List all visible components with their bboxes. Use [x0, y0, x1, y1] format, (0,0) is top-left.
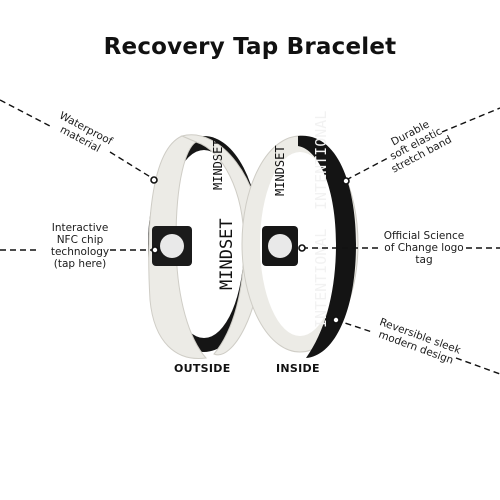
inside-bracelet: INTENTIONAL INTENTIONAL MINDSET: [241, 111, 359, 358]
callout-dot-logo: [298, 244, 306, 252]
callout-dots: [150, 176, 350, 324]
outside-band-front: [180, 134, 263, 356]
outside-bracelet: MINDSET MINDSET: [148, 134, 263, 359]
inside-word: INTENTIONAL: [312, 111, 330, 210]
callout-line-durable-1: [345, 157, 389, 181]
outside-band-hole: [164, 150, 244, 338]
callout-line-reversible-1: [335, 319, 373, 333]
page-title: Recovery Tap Bracelet: [103, 34, 397, 60]
inside-word-lower: INTENTIONAL: [312, 229, 330, 328]
callout-dot-reversible: [332, 316, 340, 324]
inside-band-hole: [260, 152, 340, 336]
outside-band-back: [148, 135, 207, 359]
outside-back-word: MINDSET: [211, 139, 225, 190]
caption-inside: INSIDE: [276, 362, 320, 375]
callout-line-durable-2: [441, 107, 500, 133]
callout-line-waterproof-1: [0, 99, 51, 127]
callout-dot-durable: [342, 177, 350, 185]
label-logo: Official Science of Change logo tag: [383, 230, 465, 266]
callout-line-waterproof-2: [109, 151, 153, 179]
outside-word: MINDSET: [217, 218, 237, 290]
brain-logo-left: [160, 234, 184, 258]
label-nfc: Interactive NFC chip technology (tap her…: [50, 222, 110, 270]
inside-band-front: [298, 135, 356, 358]
callout-lines: [0, 99, 500, 375]
brain-logo-right: [268, 234, 292, 258]
caption-outside: OUTSIDE: [174, 362, 231, 375]
callout-line-reversible-2: [455, 357, 500, 375]
callout-dot-nfc: [151, 246, 159, 254]
inside-back-word: MINDSET: [273, 145, 287, 196]
callout-dot-waterproof: [150, 176, 158, 184]
